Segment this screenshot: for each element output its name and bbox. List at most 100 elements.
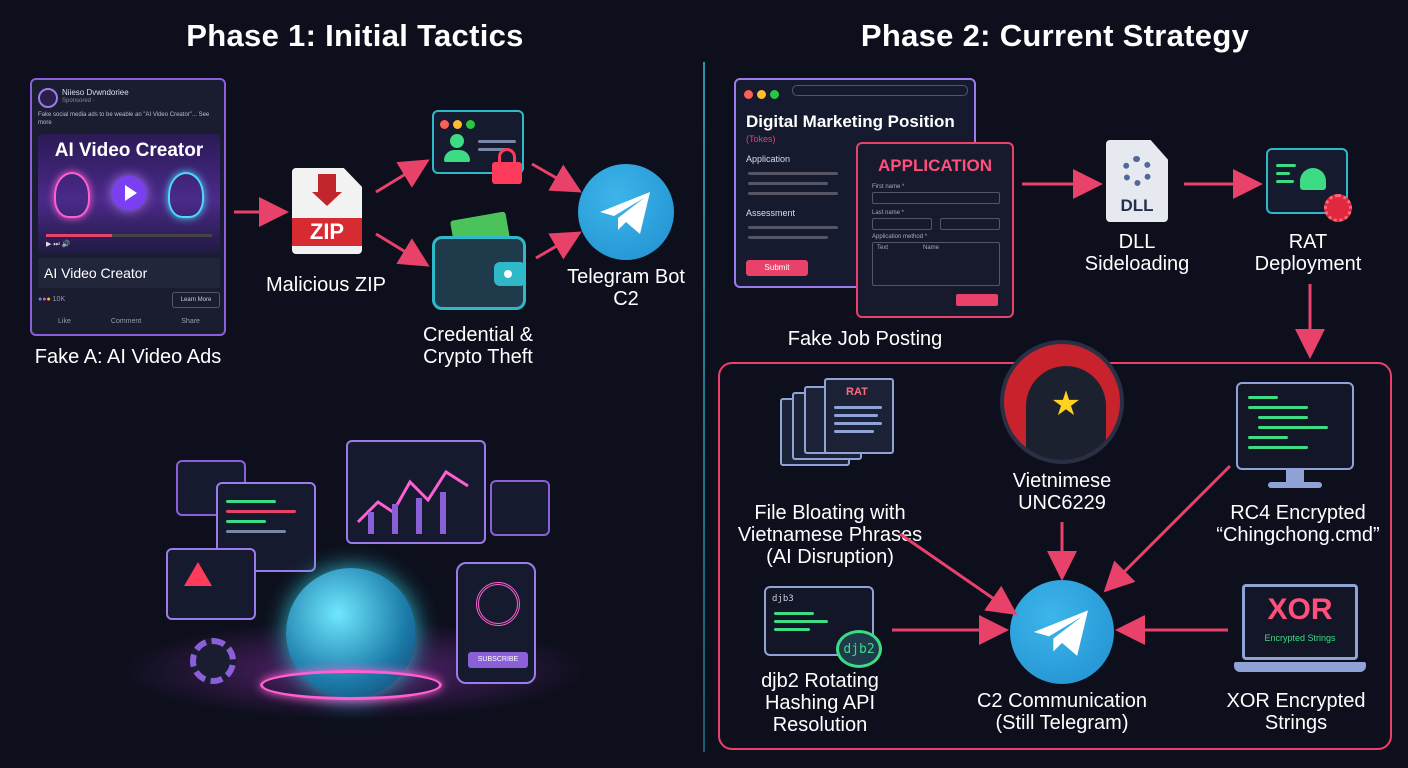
- hacker-network-illustration: SUBSCRIBE: [120, 420, 590, 720]
- telegram-bot-label: Telegram Bot C2: [548, 266, 704, 310]
- zip-file-icon: ZIP: [292, 168, 362, 254]
- c2-label: C2 Communication (Still Telegram): [950, 690, 1174, 734]
- ad-action-bar: Like Comment Share: [38, 318, 220, 332]
- method-check-1[interactable]: Text: [877, 245, 889, 251]
- first-name-field[interactable]: [872, 192, 1000, 204]
- ad-banner: AI Video Creator ▶ ⏭ 🔊: [38, 134, 220, 254]
- xor-laptop-icon: XOR Encrypted Strings: [1234, 584, 1366, 678]
- reaction-icons: ●: [38, 296, 43, 303]
- video-progress-bar[interactable]: [46, 234, 212, 237]
- actor-label-text: Vietnimese UNC6229: [1012, 470, 1112, 514]
- bloat-label: File Bloating with Vietnamese Phrases (A…: [712, 502, 948, 568]
- job-title: Digital Marketing Position: [746, 112, 955, 131]
- paper-plane-icon: [1033, 610, 1088, 656]
- xor-label-text: XOR Encrypted Strings: [1226, 690, 1366, 734]
- address-bar: [792, 85, 968, 96]
- last-name-field-2[interactable]: [940, 218, 1000, 230]
- play-button[interactable]: [112, 176, 146, 210]
- dll-file-icon: DLL: [1106, 140, 1168, 222]
- arrow-credential-to-telegram: [531, 162, 582, 193]
- user-icon: [444, 134, 470, 164]
- djb2-label-text: djb2 Rotating Hashing API Resolution: [761, 670, 879, 736]
- xor-label: XOR Encrypted Strings: [1206, 690, 1386, 734]
- illustration-window-chart: [346, 440, 486, 544]
- illustration-phone: SUBSCRIBE: [456, 562, 536, 684]
- paper-plane-icon: [600, 192, 650, 234]
- dll-label: DLL Sideloading: [1060, 231, 1214, 275]
- play-icon: [125, 185, 137, 201]
- method-field[interactable]: Text Name: [872, 242, 1000, 286]
- learn-more-button[interactable]: Learn More: [172, 292, 220, 308]
- actor-label: Vietnimese UNC6229: [984, 470, 1140, 514]
- ad-reactions: ●●● 10K: [38, 296, 66, 303]
- last-name-field[interactable]: [872, 218, 932, 230]
- rc4-label: RC4 Encrypted “Chingchong.cmd”: [1196, 502, 1400, 546]
- dll-text: DLL: [1120, 196, 1154, 215]
- illustration-window-warning: [166, 548, 256, 620]
- fake-job-label: Fake Job Posting: [787, 328, 943, 350]
- xor-sub-text: Encrypted Strings: [1264, 633, 1336, 643]
- job-section-application: Application: [746, 154, 791, 164]
- gear-icon: [1122, 156, 1152, 186]
- method-check-2[interactable]: Name: [923, 245, 940, 251]
- phase2-title: Phase 2: Current Strategy: [860, 18, 1250, 53]
- ad-reaction-count: 10K: [52, 296, 66, 303]
- application-title: APPLICATION: [878, 156, 992, 175]
- c2-telegram-icon: [1010, 580, 1114, 684]
- field-last-name-label: Last name *: [872, 210, 905, 216]
- arrow-wallet-to-telegram: [535, 231, 582, 260]
- field-first-name-label: First name *: [872, 184, 905, 190]
- djb2-badge: djb2: [836, 630, 882, 668]
- application-submit-button[interactable]: [956, 294, 998, 306]
- face-left-icon: [54, 172, 90, 218]
- fake-ad-card: Niieso Dvwndoriee Sponsored · Fake socia…: [30, 78, 226, 336]
- arrow-zip-to-wallet: [375, 232, 430, 267]
- zip-label: Malicious ZIP: [265, 274, 387, 296]
- virus-icon: [1324, 194, 1352, 222]
- gear-lock-icon: [190, 638, 236, 684]
- djb2-label: djb2 Rotating Hashing API Resolution: [730, 670, 910, 736]
- warning-icon: [184, 562, 212, 586]
- like-button[interactable]: Like: [58, 318, 71, 325]
- rc4-monitor-icon: [1236, 382, 1354, 494]
- zip-badge: ZIP: [292, 218, 362, 246]
- bloat-label-text: File Bloating with Vietnamese Phrases (A…: [737, 502, 923, 568]
- ad-page-name: Niieso Dvwndoriee: [62, 88, 129, 97]
- bloated-files-icon: RAT: [780, 378, 898, 466]
- share-button[interactable]: Share: [181, 318, 200, 325]
- telegram-bot-label-text: Telegram Bot C2: [567, 266, 685, 310]
- rc4-label-text: RC4 Encrypted “Chingchong.cmd”: [1216, 502, 1380, 546]
- fake-ad-label: Fake A: AI Video Ads: [34, 346, 222, 368]
- chart-icon: [356, 469, 469, 534]
- hooded-figure: [1026, 366, 1106, 460]
- rat-window: [1266, 148, 1348, 214]
- xor-text: XOR: [1267, 593, 1333, 626]
- download-arrow-icon: [318, 174, 336, 194]
- face-right-icon: [168, 172, 204, 218]
- phase-divider: [703, 62, 705, 752]
- video-controls: ▶ ⏭ 🔊: [46, 241, 71, 248]
- job-subtitle: (Tokes): [746, 134, 776, 144]
- ad-banner-title: AI Video Creator: [54, 140, 204, 161]
- field-method-label: Application method *: [872, 234, 928, 240]
- dll-label-text: DLL Sideloading: [1084, 231, 1190, 275]
- comment-button[interactable]: Comment: [110, 318, 142, 325]
- telegram-icon: [578, 164, 674, 260]
- job-submit-button[interactable]: Submit: [746, 260, 808, 276]
- arrow-zip-to-credential: [375, 159, 430, 194]
- wallet-icon: [432, 211, 526, 310]
- star-icon: ★: [1050, 385, 1082, 423]
- application-form-window: APPLICATION First name * Last name * App…: [856, 142, 1014, 318]
- phase1-title: Phase 1: Initial Tactics: [186, 18, 524, 53]
- ad-product-name: AI Video Creator: [38, 258, 220, 288]
- djb2-badge-text: djb2: [843, 642, 875, 657]
- theft-label: Credential & Crypto Theft: [398, 324, 558, 368]
- lock-icon: [492, 148, 522, 188]
- ad-sponsored: Sponsored ·: [62, 98, 95, 104]
- android-icon: [1300, 168, 1326, 190]
- c2-label-text: C2 Communication (Still Telegram): [976, 690, 1148, 734]
- subscribe-button[interactable]: SUBSCRIBE: [468, 652, 528, 668]
- fingerprint-icon: [476, 582, 520, 626]
- rat-label-text: RAT Deployment: [1254, 231, 1362, 275]
- djb2-code-text: djb3: [772, 594, 794, 604]
